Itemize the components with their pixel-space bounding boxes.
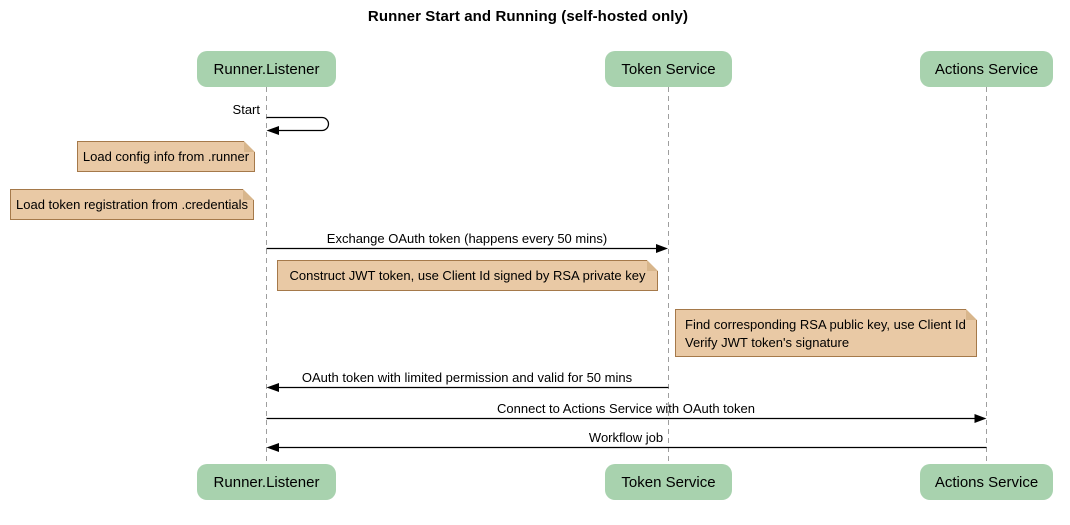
note-text: Construct JWT token, use Client Id signe… [289, 268, 646, 283]
participant-actions-service-top: Actions Service [920, 51, 1053, 87]
participant-label: Runner.Listener [213, 60, 320, 78]
participant-label: Actions Service [934, 60, 1039, 78]
arrowhead-left [266, 383, 279, 392]
message-label-start: Start [232, 102, 260, 117]
note-text-line: Find corresponding RSA public key, use C… [685, 317, 966, 332]
participant-label: Actions Service [934, 473, 1039, 491]
participant-runner-listener-top: Runner.Listener [197, 51, 336, 87]
note-load-config: Load config info from .runner [77, 141, 255, 172]
message-label-workflow-job: Workflow job [588, 430, 664, 445]
participant-token-service-top: Token Service [605, 51, 732, 87]
self-message-arrowhead [266, 126, 279, 135]
note-verify-jwt: Find corresponding RSA public key, use C… [675, 309, 977, 357]
message-label-exchange-oauth: Exchange OAuth token (happens every 50 m… [326, 231, 608, 246]
participant-label: Token Service [621, 60, 716, 78]
arrowhead-right [656, 244, 668, 253]
diagram-title: Runner Start and Running (self-hosted on… [367, 8, 689, 25]
arrowhead-left [266, 443, 279, 452]
note-text: Load token registration from .credential… [16, 197, 248, 212]
participant-runner-listener-bottom: Runner.Listener [197, 464, 336, 500]
participant-token-service-bottom: Token Service [605, 464, 732, 500]
note-text-line: Verify JWT token's signature [685, 335, 850, 350]
note-text: Load config info from .runner [82, 149, 250, 164]
message-label-oauth-return: OAuth token with limited permission and … [301, 370, 633, 385]
participant-label: Runner.Listener [213, 473, 320, 491]
arrowhead-right [974, 414, 987, 423]
message-label-connect: Connect to Actions Service with OAuth to… [497, 401, 755, 416]
participant-actions-service-bottom: Actions Service [920, 464, 1053, 500]
participant-label: Token Service [621, 473, 716, 491]
self-message-loop [266, 116, 330, 132]
note-construct-jwt: Construct JWT token, use Client Id signe… [277, 260, 658, 291]
note-load-token-registration: Load token registration from .credential… [10, 189, 254, 220]
